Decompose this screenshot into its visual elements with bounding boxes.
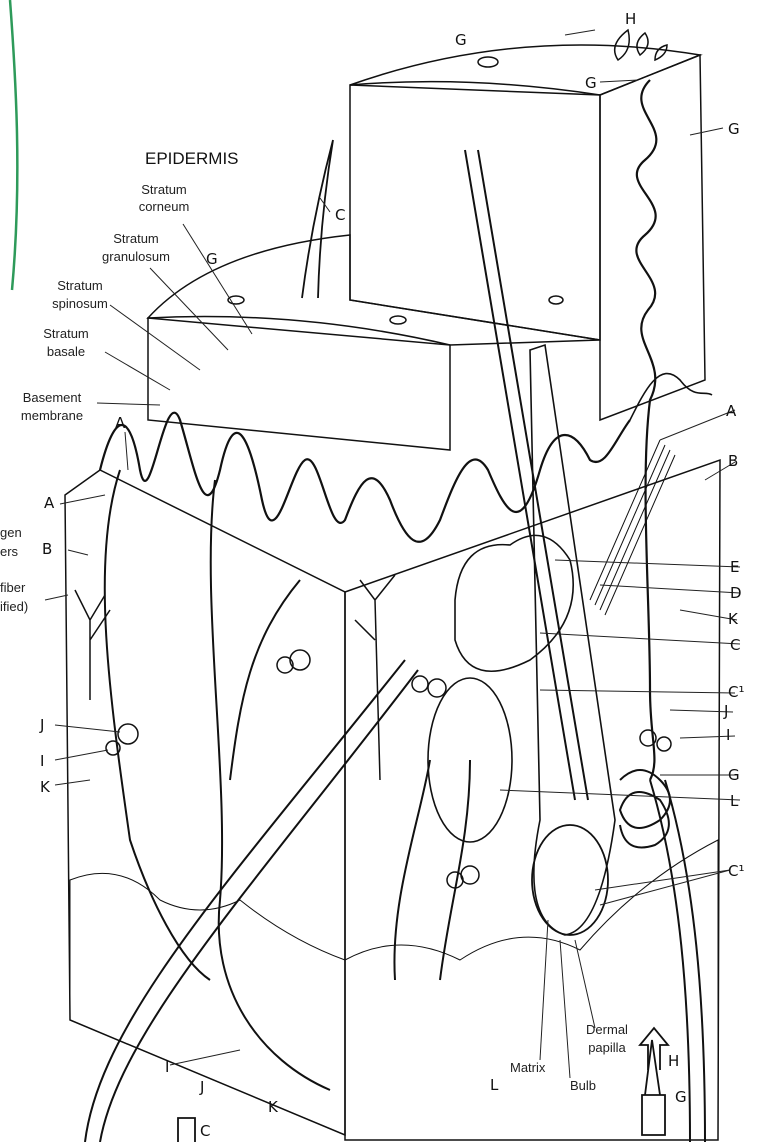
letter-j-bottom: J [199, 1078, 204, 1096]
letter-g-left: G [206, 250, 218, 268]
letter-b-right: B [728, 452, 738, 470]
epidermis-heading: EPIDERMIS [145, 149, 239, 168]
letter-g-gland: G [728, 766, 740, 784]
letter-e: E [730, 558, 739, 576]
stratum-basale-label-1: Stratum [43, 326, 89, 341]
letter-j-right: J [723, 702, 728, 720]
letter-c-inset: C [200, 1122, 210, 1140]
letter-c-hair: C [335, 206, 345, 224]
letter-h-inset: H [668, 1052, 679, 1070]
nerve-fiber-label-2: ified) [0, 599, 28, 614]
basement-membrane-label-1: Basement [23, 390, 82, 405]
letter-g-inset: G [675, 1088, 687, 1106]
bulb-label: Bulb [570, 1078, 596, 1093]
stratum-corneum-label-2: corneum [139, 199, 190, 214]
letter-i-right: I [726, 726, 730, 744]
letter-g-right: G [728, 120, 740, 138]
dermis-right-face [345, 460, 720, 1140]
letter-l-bottom: L [490, 1076, 499, 1094]
small-hair [302, 140, 333, 298]
letter-k-bottom: K [268, 1098, 279, 1116]
letter-g-top: G [455, 31, 467, 49]
letter-a-cut: A [44, 494, 55, 512]
letter-i-left: I [40, 752, 44, 770]
sweat-gland-coil [620, 770, 670, 848]
basement-membrane-label-2: membrane [21, 408, 83, 423]
vessel-section-c [412, 676, 428, 692]
letter-c1-right: C¹ [728, 683, 745, 701]
cut-arrow-left [85, 660, 418, 1142]
pore-3 [390, 316, 406, 324]
vessel-section-d [428, 679, 446, 697]
stratum-corneum-label-1: Stratum [141, 182, 187, 197]
hair-bulb [532, 825, 608, 935]
stratum-spinosum-label-2: spinosum [52, 296, 108, 311]
rete-ridges-front [100, 413, 630, 542]
blood-vessel-2 [211, 480, 330, 1090]
inset-stump-icon [178, 1118, 195, 1142]
epidermis-front [148, 318, 450, 450]
letter-a-left: A [115, 414, 126, 432]
letter-k-left: K [40, 778, 51, 796]
stratum-spinosum-label-1: Stratum [57, 278, 103, 293]
collagen-label-1: gen [0, 525, 22, 540]
letter-d: D [730, 584, 742, 602]
letter-j-left: J [39, 716, 44, 734]
pore-1 [478, 57, 498, 67]
stratum-basale-label-2: basale [47, 344, 85, 359]
sweat-droplets [615, 30, 667, 60]
matrix-label: Matrix [510, 1060, 546, 1075]
nerve-tree-right [355, 575, 395, 780]
stratum-granulosum-label-2: granulosum [102, 249, 170, 264]
blood-vessel-3 [230, 580, 300, 780]
hypodermis-left [70, 873, 345, 1135]
margin-line [10, 0, 17, 290]
dermal-papilla-label-1: Dermal [586, 1022, 628, 1037]
letter-c1-bulb: C¹ [728, 862, 745, 880]
letter-i-bottom: I [165, 1058, 169, 1076]
letter-k-right: K [728, 610, 739, 628]
inset-hair-icon [642, 1040, 665, 1135]
hair-shaft [465, 150, 588, 800]
vessel-section-b [290, 650, 310, 670]
letter-l-right: L [730, 792, 739, 810]
rete-ridges-back [630, 374, 712, 420]
pore-4 [549, 296, 563, 304]
letter-c-right: C [730, 636, 740, 654]
letter-h-top: H [625, 10, 636, 28]
vessel-section-f [461, 866, 479, 884]
stratum-granulosum-label-1: Stratum [113, 231, 159, 246]
letter-b-left: B [42, 540, 52, 558]
vessel-section-j [118, 724, 138, 744]
vessel-section-h [657, 737, 671, 751]
blood-vessel-1 [105, 470, 210, 980]
dermal-papilla-label-2: papilla [588, 1040, 626, 1055]
nerve-fiber-label-1: fiber [0, 580, 26, 595]
sweat-duct [636, 80, 656, 780]
letter-g-duct: G [585, 74, 597, 92]
letter-a-right: A [726, 402, 737, 420]
hair-follicle [530, 345, 615, 935]
collagen-label-2: ers [0, 544, 19, 559]
